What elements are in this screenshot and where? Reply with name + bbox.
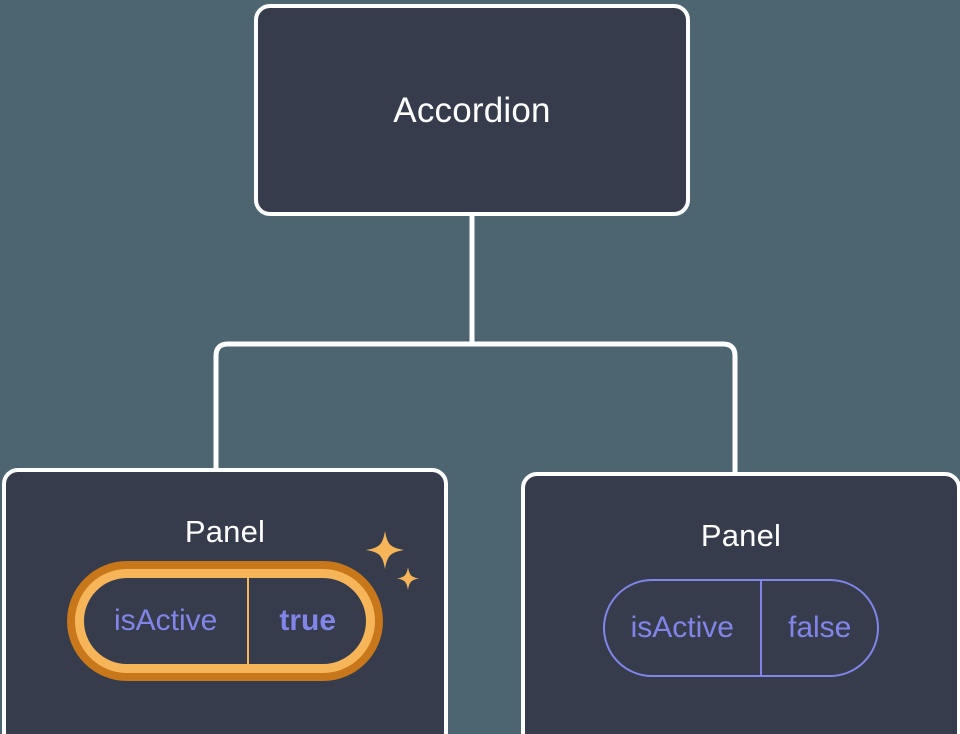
node-panel-inactive[interactable]: Panel isActive false bbox=[521, 472, 960, 734]
sparkle-group bbox=[359, 527, 423, 599]
prop-pill-inactive[interactable]: isActive false bbox=[602, 579, 880, 677]
node-panel-inactive-label: Panel bbox=[700, 518, 782, 553]
prop-pill-active[interactable]: isActive true bbox=[74, 569, 376, 673]
prop-name-inactive: isActive bbox=[630, 611, 734, 644]
prop-value-active: true bbox=[247, 578, 366, 664]
node-panel-active[interactable]: Panel isActive true bbox=[2, 468, 448, 734]
sparkle-small-icon bbox=[397, 567, 420, 590]
node-panel-active-label: Panel bbox=[184, 514, 266, 549]
prop-name-active: isActive bbox=[113, 604, 218, 637]
node-accordion-label: Accordion bbox=[393, 90, 551, 130]
connector-branch-bar bbox=[213, 341, 738, 472]
prop-pill-active-wrapper: isActive true bbox=[74, 531, 420, 673]
prop-pill-inactive-wrapper: isActive false bbox=[602, 579, 880, 677]
sparkle-large-icon bbox=[366, 531, 405, 569]
prop-value-inactive: false bbox=[759, 581, 877, 675]
node-accordion[interactable]: Accordion bbox=[254, 4, 690, 216]
